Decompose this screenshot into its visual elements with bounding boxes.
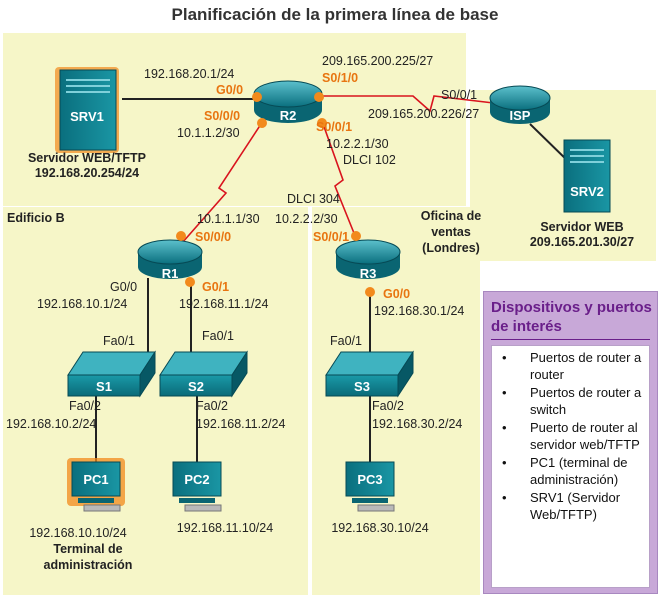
srv2-label: SRV2 bbox=[570, 184, 604, 199]
pc3-label: PC3 bbox=[357, 472, 382, 487]
oficina-label-1: Oficina de bbox=[421, 209, 481, 223]
dlci-102: DLCI 102 bbox=[343, 153, 396, 167]
wan-link-r2-isp bbox=[319, 95, 503, 113]
legend-list-box: Puertos de router a router Puertos de ro… bbox=[491, 345, 650, 588]
oficina-label-3: (Londres) bbox=[422, 241, 480, 255]
r1-g00: G0/0 bbox=[110, 280, 137, 294]
isp-label: ISP bbox=[510, 108, 531, 123]
srv2-ip: 209.165.201.30/27 bbox=[530, 235, 634, 249]
pc1-role-2: administración bbox=[44, 558, 133, 572]
r1-g00-ip: 192.168.10.1/24 bbox=[37, 297, 127, 311]
r2-s001-ip: 10.2.2.1/30 bbox=[326, 137, 389, 151]
pc1-label: PC1 bbox=[83, 472, 108, 487]
s1-fa02-ip: 192.168.10.2/24 bbox=[6, 417, 96, 431]
r3-s001-ip: 10.2.2.2/30 bbox=[275, 212, 338, 226]
s1-fa02: Fa0/2 bbox=[69, 399, 101, 413]
r2-s010: S0/1/0 bbox=[322, 71, 358, 85]
pc2-ip: 192.168.11.10/24 bbox=[177, 521, 273, 535]
srv1-ip: 192.168.20.254/24 bbox=[35, 166, 139, 180]
s3-label: S3 bbox=[354, 379, 370, 394]
s2-label: S2 bbox=[188, 379, 204, 394]
r1-s000-ip: 10.1.1.1/30 bbox=[197, 212, 260, 226]
s3-fa01: Fa0/1 bbox=[330, 334, 362, 348]
r2-s000-ip: 10.1.1.2/30 bbox=[177, 126, 240, 140]
r3-s001: S0/0/1 bbox=[313, 230, 349, 244]
router-r1: R1 bbox=[137, 239, 203, 281]
r3-g00: G0/0 bbox=[383, 287, 410, 301]
wan-link-r2-r1 bbox=[181, 120, 264, 244]
s2-fa02: Fa0/2 bbox=[196, 399, 228, 413]
legend-divider bbox=[491, 339, 650, 340]
r1-g01-ip: 192.168.11.1/24 bbox=[179, 297, 268, 311]
switch-s1: S1 bbox=[67, 350, 156, 398]
s2-fa01: Fa0/1 bbox=[202, 329, 234, 343]
srv2-server: SRV2 bbox=[563, 139, 611, 213]
pc3-ip: 192.168.30.10/24 bbox=[331, 521, 428, 535]
oficina-label-2: ventas bbox=[431, 225, 471, 239]
router-r3: R3 bbox=[335, 239, 401, 281]
srv2-name: Servidor WEB bbox=[540, 220, 623, 234]
legend-item: PC1 (terminal de administración) bbox=[502, 455, 647, 488]
router-isp: ISP bbox=[489, 85, 551, 124]
wan-link-r2-r3 bbox=[321, 120, 359, 244]
pc3-computer: PC3 bbox=[345, 461, 395, 512]
pc1-ip: 192.168.10.10/24 bbox=[29, 526, 126, 540]
r2-s001: S0/0/1 bbox=[316, 120, 352, 134]
srv1-server: SRV1 bbox=[55, 67, 119, 153]
srv1-name: Servidor WEB/TFTP bbox=[28, 151, 146, 165]
edificio-b-label: Edificio B bbox=[7, 211, 65, 225]
r3-g00-ip: 192.168.30.1/24 bbox=[374, 304, 464, 318]
isp-s001-ip: 209.165.200.226/27 bbox=[368, 107, 479, 121]
s3-fa02: Fa0/2 bbox=[372, 399, 404, 413]
s1-fa01: Fa0/1 bbox=[103, 334, 135, 348]
s1-label: S1 bbox=[96, 379, 112, 394]
legend-panel: Dispositivos y puertos de interés Puerto… bbox=[483, 291, 658, 594]
legend-item: SRV1 (Servidor Web/TFTP) bbox=[502, 490, 647, 523]
switch-s3: S3 bbox=[325, 350, 414, 398]
r2-g00: G0/0 bbox=[216, 83, 243, 97]
r3-label: R3 bbox=[360, 266, 377, 281]
legend-item: Puerto de router al servidor web/TFTP bbox=[502, 420, 647, 453]
pc1-role-1: Terminal de bbox=[53, 542, 122, 556]
legend-item: Puertos de router a switch bbox=[502, 385, 647, 418]
switch-s2: S2 bbox=[159, 350, 248, 398]
r2-s000: S0/0/0 bbox=[204, 109, 240, 123]
dlci-304: DLCI 304 bbox=[287, 192, 340, 206]
pc2-computer: PC2 bbox=[172, 461, 222, 512]
s2-fa02-ip: 192.168.11.2/24 bbox=[196, 417, 285, 431]
diagram-title: Planificación de la primera línea de bas… bbox=[172, 5, 499, 24]
pc1-computer: PC1 bbox=[67, 458, 125, 512]
router-r2: R2 bbox=[253, 80, 323, 123]
r1-s000: S0/0/0 bbox=[195, 230, 231, 244]
r2-label: R2 bbox=[280, 108, 297, 123]
legend-list: Puertos de router a router Puertos de ro… bbox=[492, 346, 649, 523]
r1-g01: G0/1 bbox=[202, 280, 229, 294]
r1-label: R1 bbox=[162, 266, 179, 281]
legend-item: Puertos de router a router bbox=[502, 350, 647, 383]
isp-s001: S0/0/1 bbox=[441, 88, 477, 102]
highlighted-ports bbox=[176, 92, 375, 297]
srv1-label: SRV1 bbox=[70, 109, 104, 124]
legend-title: Dispositivos y puertos de interés bbox=[491, 299, 652, 335]
s3-fa02-ip: 192.168.30.2/24 bbox=[372, 417, 462, 431]
r2-g00-ip: 192.168.20.1/24 bbox=[144, 67, 234, 81]
pc2-label: PC2 bbox=[184, 472, 209, 487]
r2-s010-ip: 209.165.200.225/27 bbox=[322, 54, 433, 68]
